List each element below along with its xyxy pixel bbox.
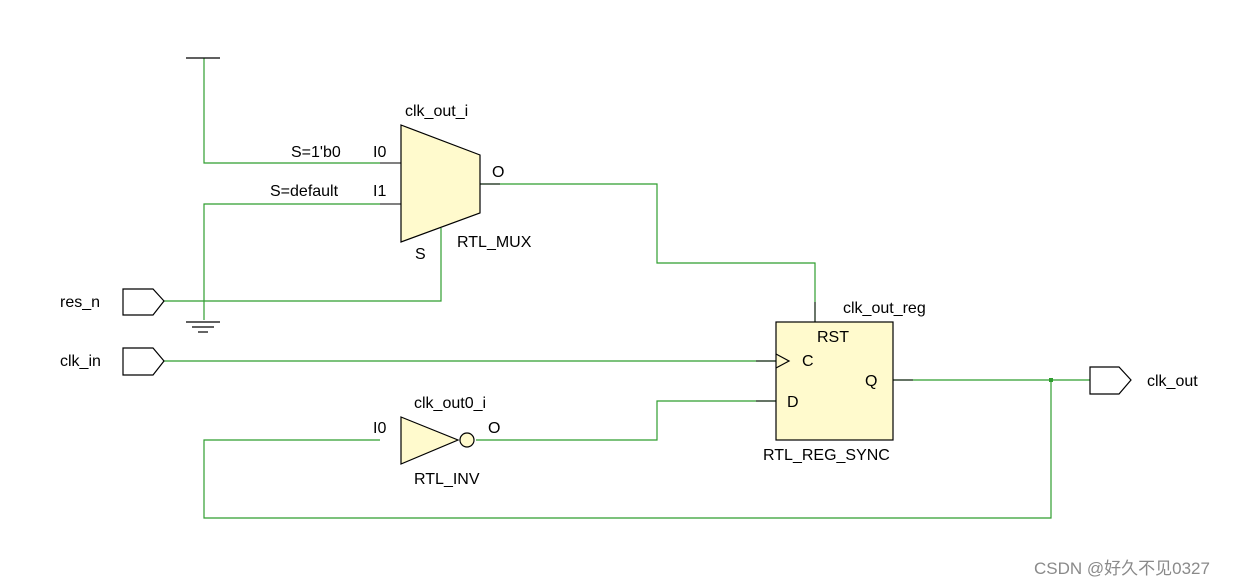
inv-instance-label: clk_out0_i	[414, 395, 486, 412]
wire-inv-o-to-reg-d[interactable]	[476, 400, 776, 441]
clock-edge-icon	[775, 353, 791, 369]
mux-sel-i1-label: S=default	[270, 183, 339, 200]
wire-gnd-to-mux-i1[interactable]	[203, 203, 380, 320]
ground-symbol	[186, 321, 220, 333]
inv-type-label: RTL_INV	[414, 471, 480, 488]
wire-feedback-to-inv-i0[interactable]	[203, 380, 1052, 519]
mux-clk-out-i[interactable]: clk_out_i S=1'b0 S=default I0 I1 O S RTL…	[270, 103, 532, 263]
inverter-body	[400, 416, 460, 465]
watermark: CSDN @好久不见0327	[1034, 559, 1210, 578]
mux-instance-label: clk_out_i	[405, 103, 468, 120]
port-label-clk-out: clk_out	[1147, 373, 1198, 390]
inv-pin-o: O	[488, 420, 500, 437]
reg-pin-q: Q	[865, 373, 877, 390]
input-port-clk-in-icon	[122, 347, 165, 376]
inv-pin-i0: I0	[373, 420, 386, 437]
reg-type-label: RTL_REG_SYNC	[763, 447, 890, 464]
port-label-res-n: res_n	[60, 294, 100, 311]
wire-mux-o-to-reg-rst[interactable]	[480, 183, 816, 322]
input-port-res-n-icon	[122, 288, 165, 316]
mux-pin-s: S	[415, 246, 426, 263]
wire-res-n-to-mux-s[interactable]	[164, 228, 442, 302]
inverter-clk-out0-i[interactable]: clk_out0_i I0 O RTL_INV	[373, 395, 500, 488]
port-label-clk-in: clk_in	[60, 353, 101, 370]
mux-pin-i0: I0	[373, 144, 386, 161]
mux-type-label: RTL_MUX	[457, 234, 532, 251]
wire-vcc-to-mux-i0[interactable]	[203, 58, 380, 164]
reg-pin-rst: RST	[817, 329, 849, 346]
output-port-clk-out-icon	[1089, 366, 1132, 395]
reg-instance-label: clk_out_reg	[843, 300, 926, 317]
port-clk-in[interactable]: clk_in	[60, 347, 165, 376]
inverter-bubble	[459, 432, 475, 448]
mux-sel-i0-label: S=1'b0	[291, 144, 341, 161]
net-junction-dot	[1049, 378, 1053, 382]
port-res-n[interactable]: res_n	[60, 288, 165, 316]
port-clk-out[interactable]: clk_out	[1089, 366, 1198, 395]
register-clk-out-reg[interactable]: clk_out_reg RST C D Q RTL_REG_SYNC	[756, 300, 926, 464]
mux-body	[400, 124, 481, 243]
mux-pin-i1: I1	[373, 183, 386, 200]
register-body	[775, 321, 894, 441]
reg-pin-c: C	[802, 353, 814, 370]
reg-pin-d: D	[787, 394, 799, 411]
mux-pin-o: O	[492, 164, 504, 181]
